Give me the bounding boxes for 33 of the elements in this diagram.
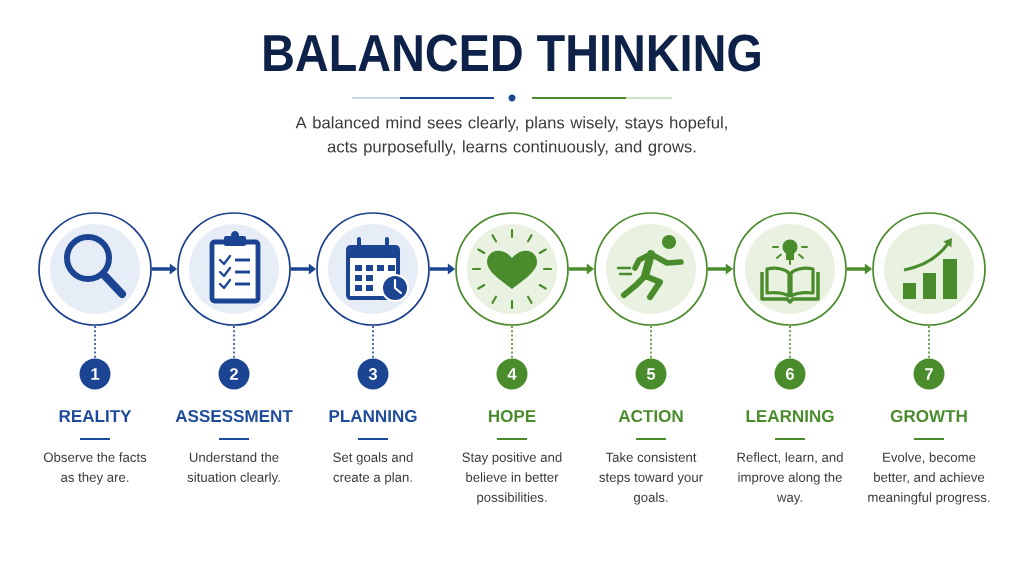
step-description: Understand the situation clearly. <box>187 452 280 485</box>
number-badge: 1 <box>79 358 111 390</box>
step-description: Set goals and create a plan. <box>333 452 413 485</box>
connector-line <box>511 325 513 360</box>
step-circle <box>733 212 847 326</box>
step-title: PLANNING <box>329 409 417 423</box>
step-title: ASSESSMENT <box>175 409 293 423</box>
step-description: Observe the facts as they are. <box>43 452 147 485</box>
step-description: Take consistent steps toward your goals. <box>599 452 703 505</box>
number-badge: 6 <box>774 358 806 390</box>
step-title: REALITY <box>59 410 132 422</box>
number-badge: 3 <box>357 358 389 390</box>
step-circle <box>38 212 152 326</box>
connector-line <box>789 325 791 360</box>
step-circle <box>594 212 708 326</box>
title: BALANCED THINKING <box>264 34 760 72</box>
subtitle: A balanced mind sees clearly, plans wisely, stays hopeful, acts purposefully, learns continuously, and grows. <box>295 116 727 156</box>
connector-line <box>650 325 652 360</box>
step-title: HOPE <box>488 409 536 423</box>
step-title: LEARNING <box>746 409 834 423</box>
step-description: Stay positive and believe in better possibilities. <box>462 452 562 505</box>
connector-line <box>372 325 374 360</box>
step-title: ACTION <box>618 409 683 423</box>
number-badge: 5 <box>635 358 667 390</box>
number-badge: 7 <box>913 358 945 390</box>
step-description: Evolve, become better, and achieve meaningful progress. <box>868 452 990 505</box>
number-badge: 4 <box>496 358 528 390</box>
step-title: GROWTH <box>890 409 967 423</box>
number-badge: 2 <box>218 358 250 390</box>
step-description: Reflect, learn, and improve along the way. <box>737 452 843 505</box>
connector-line <box>233 325 235 360</box>
connector-line <box>928 325 930 360</box>
connector-line <box>94 325 96 360</box>
